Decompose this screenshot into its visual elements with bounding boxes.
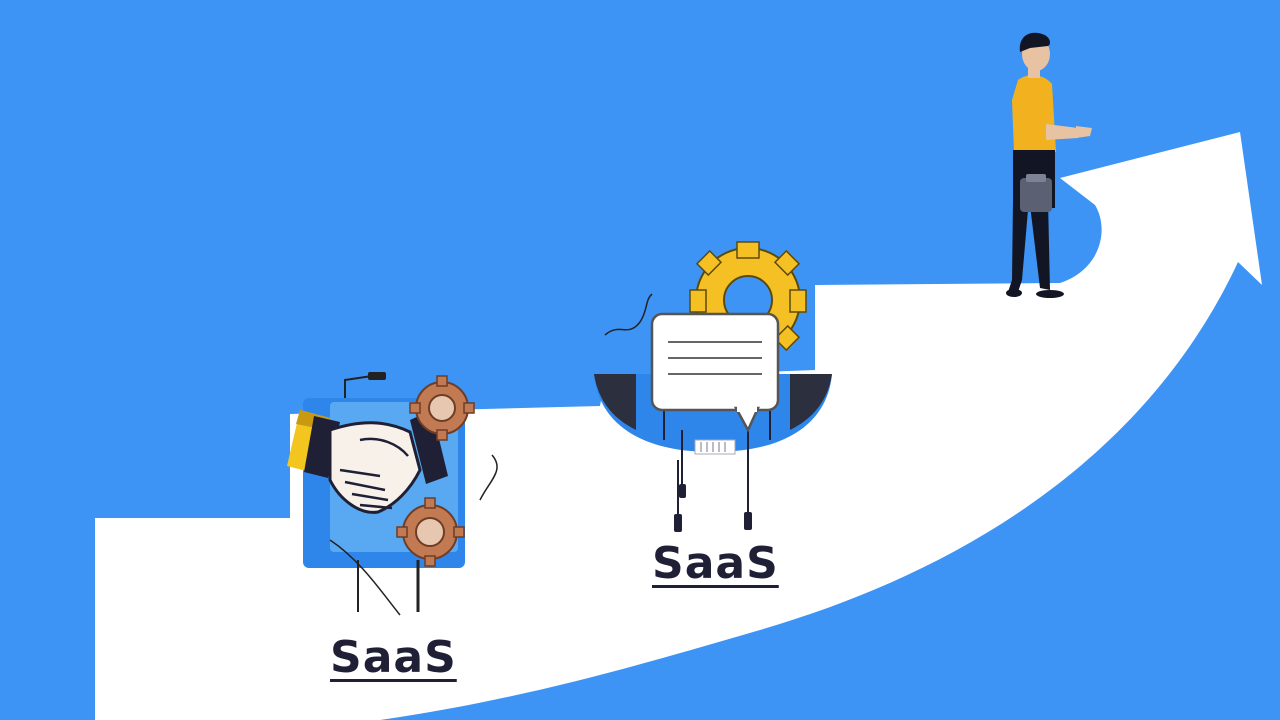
gear-icon bbox=[396, 497, 465, 567]
step-1-label: SaaS bbox=[330, 632, 457, 683]
gear-with-chat-bubble-icon bbox=[594, 241, 832, 532]
person-figure bbox=[1006, 32, 1092, 298]
handshake-with-gears-icon bbox=[287, 372, 498, 616]
gear-icon bbox=[409, 375, 475, 441]
step-2-label: SaaS bbox=[652, 538, 779, 589]
